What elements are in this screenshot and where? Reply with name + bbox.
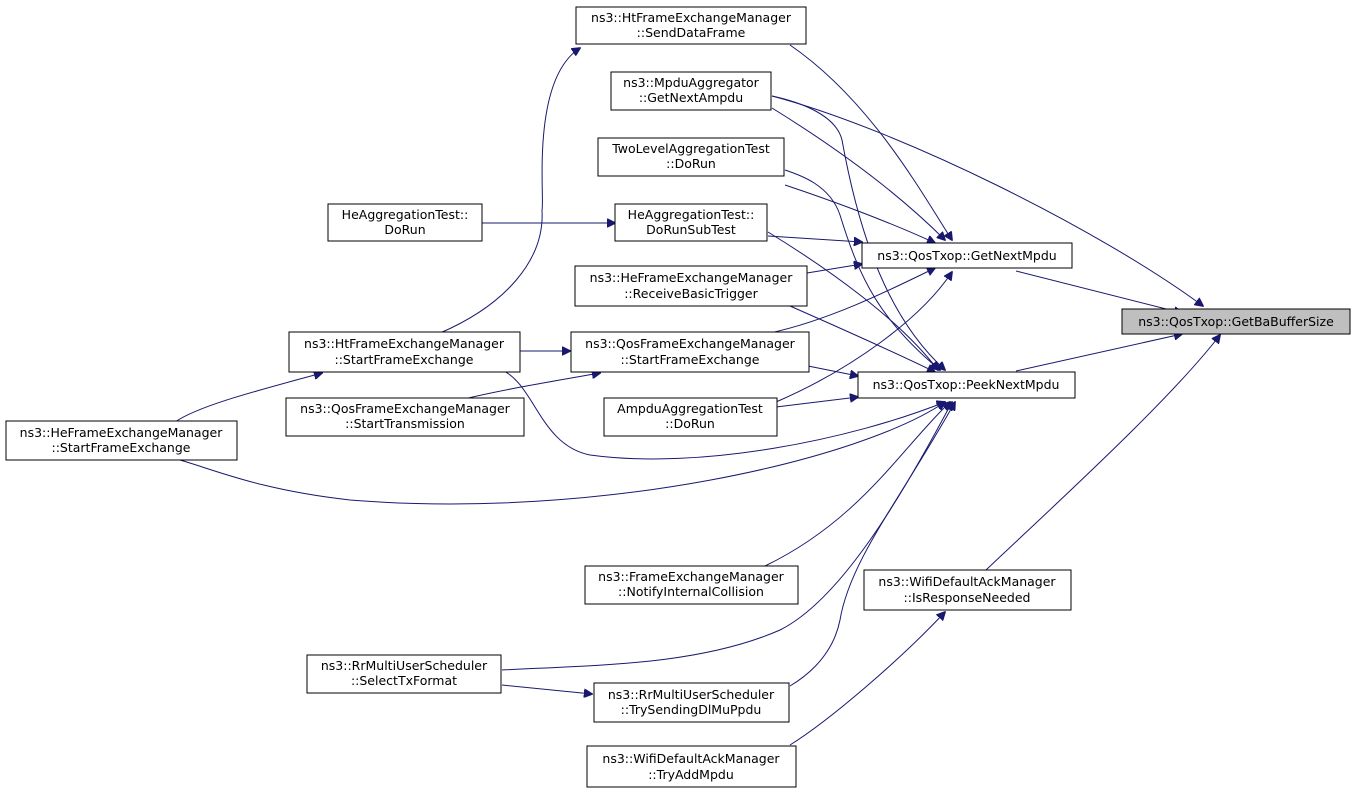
node-two-level-test-line1: TwoLevelAggregationTest bbox=[611, 141, 770, 156]
edge-send-data-frame-to-get-next-mpdu bbox=[789, 44, 952, 240]
node-select-tx-format-line2: ::SelectTxFormat bbox=[351, 673, 457, 688]
node-he-aggregation-test-dorun[interactable]: HeAggregationTest:: DoRun bbox=[327, 203, 483, 242]
node-ht-start-frame-exchange[interactable]: ns3::HtFrameExchangeManager ::StartFrame… bbox=[288, 331, 521, 373]
edge-is-response-needed-to-get-ba-buffer-size bbox=[985, 335, 1220, 571]
edge-he-start-frame-exchange-to-peek-next-mpdu bbox=[179, 402, 945, 505]
node-peek-next-mpdu-label: ns3::QosTxop::PeekNextMpdu bbox=[873, 377, 1060, 392]
edges-layer bbox=[174, 44, 1220, 746]
node-qos-txop-get-ba-buffer-size[interactable]: ns3::QosTxop::GetBaBufferSize bbox=[1121, 308, 1351, 335]
node-two-level-test-line2: ::DoRun bbox=[666, 156, 716, 171]
node-receive-basic-trigger-line1: ns3::HeFrameExchangeManager bbox=[590, 270, 794, 285]
nodes-layer: ns3::HtFrameExchangeManager ::SendDataFr… bbox=[5, 6, 1351, 788]
node-ampdu-test-line2: ::DoRun bbox=[665, 416, 715, 431]
edge-ampdu-test-to-peek-next-mpdu bbox=[775, 397, 858, 408]
edge-notify-internal-collision-to-peek-next-mpdu bbox=[764, 402, 950, 567]
edge-get-next-ampdu-to-peek-next-mpdu bbox=[771, 95, 945, 370]
node-ht-send-data-frame-line2: ::SendDataFrame bbox=[637, 25, 746, 40]
node-ht-start-frame-exchange-line2: ::StartFrameExchange bbox=[335, 352, 474, 367]
node-qos-txop-peek-next-mpdu[interactable]: ns3::QosTxop::PeekNextMpdu bbox=[857, 371, 1076, 399]
node-ht-send-data-frame-line1: ns3::HtFrameExchangeManager bbox=[591, 10, 792, 25]
edge-he-start-frame-exchange-to-ht-start-frame-exchange bbox=[174, 373, 322, 423]
node-start-transmission-line1: ns3::QosFrameExchangeManager bbox=[300, 401, 510, 416]
node-start-transmission-line2: ::StartTransmission bbox=[345, 416, 465, 431]
node-he-aggregation-test-dorunsubtest[interactable]: HeAggregationTest:: DoRunSubTest bbox=[614, 203, 768, 242]
node-fem-notify-internal-collision[interactable]: ns3::FrameExchangeManager ::NotifyIntern… bbox=[584, 565, 799, 605]
edge-get-next-ampdu-to-get-next-mpdu bbox=[771, 107, 945, 240]
node-get-next-mpdu-label: ns3::QosTxop::GetNextMpdu bbox=[877, 248, 1056, 263]
edge-qos-start-frame-exchange-to-get-next-mpdu bbox=[769, 268, 935, 334]
edge-dorunsubtest-to-peek-next-mpdu bbox=[767, 231, 938, 370]
node-ht-send-data-frame[interactable]: ns3::HtFrameExchangeManager ::SendDataFr… bbox=[575, 6, 807, 45]
node-get-next-ampdu-line1: ns3::MpduAggregator bbox=[623, 75, 760, 90]
edge-select-tx-format-to-peek-next-mpdu bbox=[501, 402, 952, 671]
node-two-level-aggregation-test-dorun[interactable]: TwoLevelAggregationTest ::DoRun bbox=[597, 137, 785, 177]
node-qos-start-frame-exchange-line2: ::StartFrameExchange bbox=[621, 352, 760, 367]
node-dorunsubtest-line2: DoRunSubTest bbox=[646, 222, 736, 237]
node-mpdu-aggregator-get-next-ampdu[interactable]: ns3::MpduAggregator ::GetNextAmpdu bbox=[610, 71, 772, 111]
node-rr-try-sending-dl-mu-ppdu[interactable]: ns3::RrMultiUserScheduler ::TrySendingDl… bbox=[593, 682, 790, 723]
node-ht-start-frame-exchange-line1: ns3::HtFrameExchangeManager bbox=[304, 336, 505, 351]
edge-ampdu-test-to-get-next-mpdu bbox=[775, 272, 952, 403]
node-try-sending-dl-mu-ppdu-line1: ns3::RrMultiUserScheduler bbox=[608, 687, 775, 702]
node-try-add-mpdu-line2: ::TryAddMpdu bbox=[648, 767, 734, 782]
edge-receive-basic-trigger-to-get-next-mpdu bbox=[806, 264, 862, 274]
node-get-next-ampdu-line2: ::GetNextAmpdu bbox=[639, 90, 743, 105]
node-notify-internal-collision-line2: ::NotifyInternalCollision bbox=[618, 584, 764, 599]
node-he-start-frame-exchange-line2: ::StartFrameExchange bbox=[52, 440, 191, 455]
node-ampdu-test-line1: AmpduAggregationTest bbox=[617, 401, 763, 416]
node-qos-fem-start-frame-exchange[interactable]: ns3::QosFrameExchangeManager ::StartFram… bbox=[570, 331, 810, 373]
edge-peek-next-mpdu-to-get-ba-buffer-size bbox=[1015, 334, 1182, 372]
edge-get-next-mpdu-to-get-ba-buffer-size bbox=[1015, 270, 1182, 313]
edge-try-add-mpdu-to-is-response-needed bbox=[789, 612, 945, 746]
edge-ht-start-frame-exchange-to-peek-next-mpdu bbox=[501, 369, 945, 460]
edge-two-level-test-to-peek-next-mpdu bbox=[784, 169, 940, 370]
node-ampdu-aggregation-test-dorun[interactable]: AmpduAggregationTest ::DoRun bbox=[603, 397, 778, 437]
node-select-tx-format-line1: ns3::RrMultiUserScheduler bbox=[321, 658, 488, 673]
edge-receive-basic-trigger-to-peek-next-mpdu bbox=[789, 305, 935, 372]
node-dorunsubtest-line1: HeAggregationTest:: bbox=[628, 207, 755, 222]
node-try-sending-dl-mu-ppdu-line2: ::TrySendingDlMuPpdu bbox=[621, 702, 762, 717]
node-rr-select-tx-format[interactable]: ns3::RrMultiUserScheduler ::SelectTxForm… bbox=[306, 654, 502, 694]
node-qos-start-frame-exchange-line1: ns3::QosFrameExchangeManager bbox=[585, 336, 795, 351]
edge-select-tx-format-to-try-sending-dl-mu-ppdu bbox=[501, 684, 592, 694]
node-notify-internal-collision-line1: ns3::FrameExchangeManager bbox=[598, 569, 784, 584]
node-he-receive-basic-trigger[interactable]: ns3::HeFrameExchangeManager ::ReceiveBas… bbox=[574, 265, 808, 307]
node-he-dorun-line2: DoRun bbox=[384, 222, 425, 237]
edge-get-next-ampdu-to-get-ba-buffer-size bbox=[771, 95, 1203, 306]
edge-try-sending-dl-mu-ppdu-to-peek-next-mpdu bbox=[789, 402, 955, 687]
node-wifi-default-ack-try-add-mpdu[interactable]: ns3::WifiDefaultAckManager ::TryAddMpdu bbox=[586, 745, 797, 788]
node-try-add-mpdu-line1: ns3::WifiDefaultAckManager bbox=[602, 751, 780, 766]
edge-dorunsubtest-to-get-next-mpdu bbox=[767, 235, 862, 242]
edge-two-level-test-to-get-next-mpdu bbox=[784, 184, 935, 243]
node-qos-fem-start-transmission[interactable]: ns3::QosFrameExchangeManager ::StartTran… bbox=[285, 397, 525, 437]
node-is-response-needed-line1: ns3::WifiDefaultAckManager bbox=[878, 574, 1056, 589]
node-he-start-frame-exchange-line1: ns3::HeFrameExchangeManager bbox=[20, 425, 224, 440]
node-receive-basic-trigger-line2: ::ReceiveBasicTrigger bbox=[624, 286, 758, 301]
edge-start-transmission-to-qos-start-frame-exchange bbox=[459, 373, 600, 401]
edge-ht-start-frame-exchange-to-send-data-frame bbox=[439, 48, 580, 334]
node-he-fem-start-frame-exchange[interactable]: ns3::HeFrameExchangeManager ::StartFrame… bbox=[5, 420, 238, 461]
node-wifi-default-ack-is-response-needed[interactable]: ns3::WifiDefaultAckManager ::IsResponseN… bbox=[863, 569, 1072, 611]
node-is-response-needed-line2: ::IsResponseNeeded bbox=[904, 590, 1031, 605]
edge-qos-start-frame-exchange-to-peek-next-mpdu bbox=[807, 365, 858, 376]
node-he-dorun-line1: HeAggregationTest:: bbox=[342, 207, 469, 222]
node-get-ba-buffer-size-label: ns3::QosTxop::GetBaBufferSize bbox=[1138, 314, 1334, 329]
node-qos-txop-get-next-mpdu[interactable]: ns3::QosTxop::GetNextMpdu bbox=[861, 242, 1073, 269]
